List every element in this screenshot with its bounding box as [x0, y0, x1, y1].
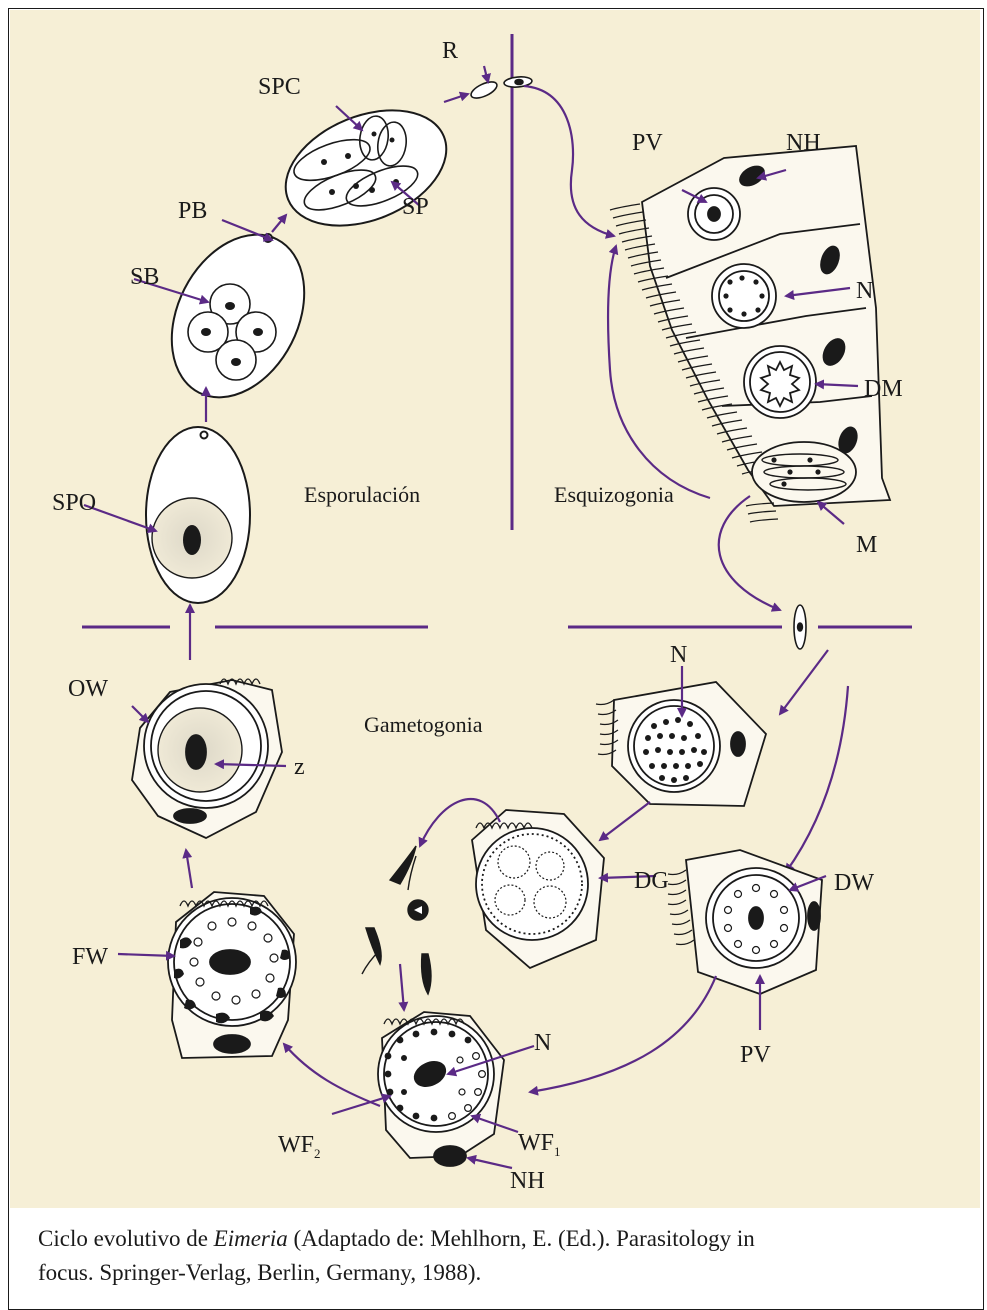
- caption-genus: Eimeria: [214, 1226, 288, 1251]
- label-nh-bottom: NH: [510, 1168, 545, 1194]
- label-dw: DW: [834, 870, 874, 896]
- label-nh-top: NH: [786, 130, 821, 156]
- caption-source: (Adaptado de: Mehlhorn, E. (Ed.). Parasi…: [288, 1226, 755, 1251]
- label-fw: FW: [72, 944, 108, 970]
- sporont-oocyst-spo: [146, 427, 250, 603]
- caption-line-2: focus. Springer-Verlag, Berlin, Germany,…: [38, 1256, 973, 1290]
- label-wf1: WF1: [518, 1130, 561, 1159]
- label-ow: OW: [68, 676, 108, 702]
- sporoblast-oocyst: [145, 212, 330, 420]
- label-pv-bottom: PV: [740, 1042, 771, 1068]
- label-pv-top: PV: [632, 130, 663, 156]
- label-dg: DG: [634, 868, 669, 894]
- label-m: M: [856, 532, 877, 558]
- phase-sporulation: Esporulación: [304, 482, 420, 507]
- label-n-mid: N: [670, 642, 687, 668]
- label-sb: SB: [130, 264, 159, 290]
- label-dm: DM: [864, 376, 903, 402]
- microgametes: [362, 846, 431, 994]
- sporozoite-r: [469, 76, 533, 102]
- figure-caption: Ciclo evolutivo de Eimeria (Adaptado de:…: [38, 1222, 973, 1297]
- gametogony-cells: [132, 679, 822, 1166]
- label-sp: SP: [402, 194, 429, 220]
- eimeria-life-cycle-diagram: R SPC SP PB SB SPO PV NH N DM M N DW DG …: [10, 10, 980, 1208]
- caption-prefix: Ciclo evolutivo de: [38, 1226, 214, 1251]
- phase-schizogony: Esquizogonia: [554, 482, 674, 507]
- merozoite: [794, 605, 806, 649]
- label-n-top: N: [856, 278, 873, 304]
- label-r: R: [442, 38, 458, 64]
- caption-line-1: Ciclo evolutivo de Eimeria (Adaptado de:…: [38, 1222, 973, 1256]
- sporulated-oocyst-spc: [269, 88, 464, 247]
- label-z: z: [294, 754, 305, 780]
- phase-gametogony: Gametogonia: [364, 712, 483, 737]
- label-spc: SPC: [258, 74, 301, 100]
- diagram-panel: R SPC SP PB SB SPO PV NH N DM M N DW DG …: [10, 10, 980, 1208]
- label-pb: PB: [178, 198, 207, 224]
- label-spo: SPO: [52, 490, 96, 516]
- label-n-bottom: N: [534, 1030, 551, 1056]
- label-wf2: WF2: [278, 1132, 321, 1161]
